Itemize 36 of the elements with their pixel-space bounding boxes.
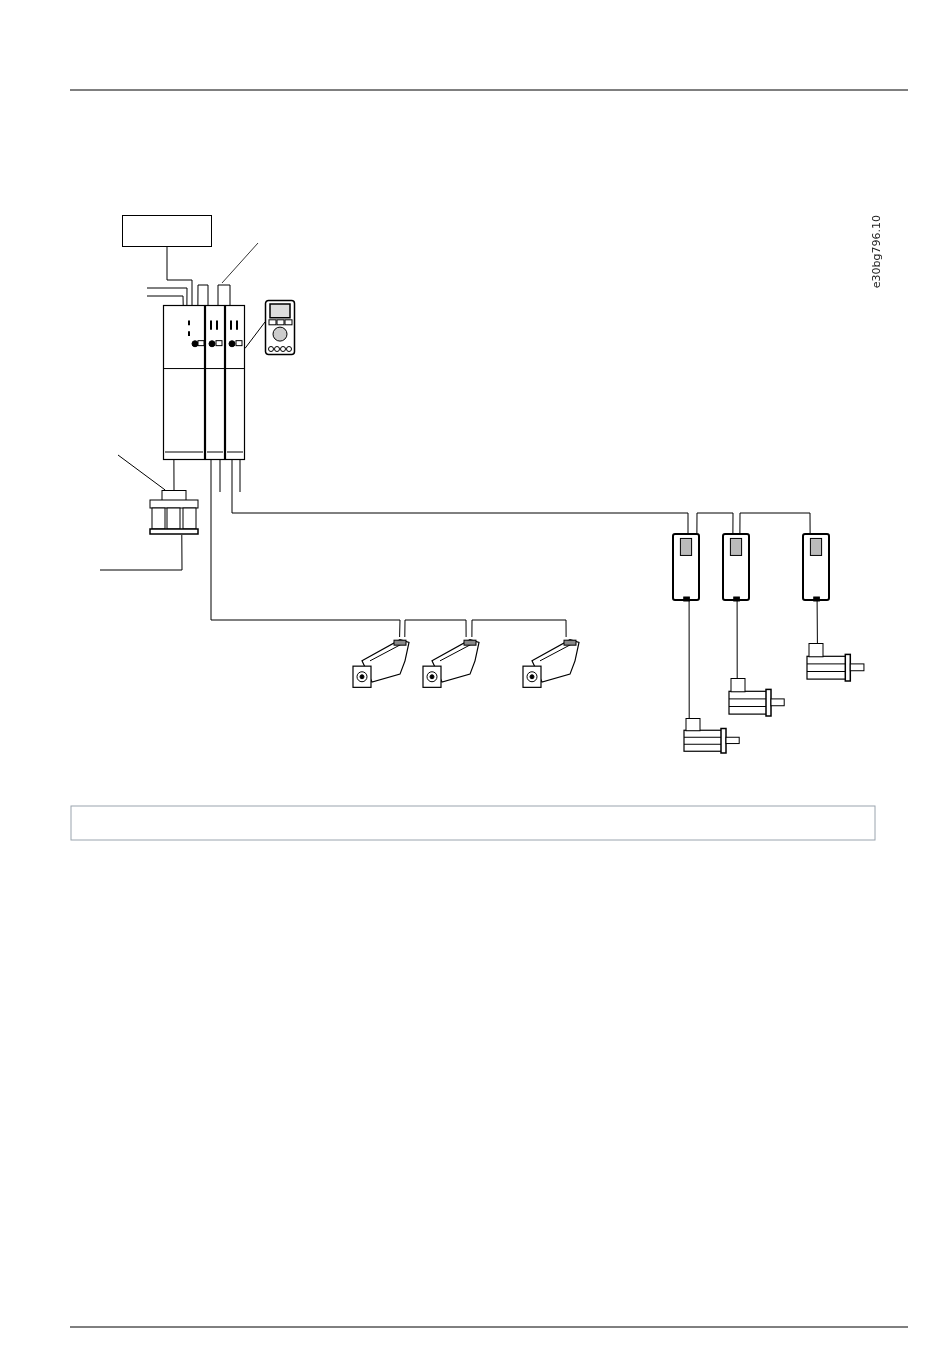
drive-unit-drawing xyxy=(722,533,750,601)
leader-line xyxy=(117,454,166,491)
cable-line xyxy=(231,459,689,534)
module-drawing xyxy=(205,305,225,460)
cable-line xyxy=(217,284,231,306)
cable-line xyxy=(146,295,184,306)
motor-drawing xyxy=(352,637,410,690)
cable-line xyxy=(736,600,738,679)
drive-unit-drawing xyxy=(802,533,830,601)
cable-line xyxy=(210,459,401,638)
cable-line xyxy=(404,619,467,638)
cable-line xyxy=(197,284,209,306)
cable-line xyxy=(471,619,567,638)
cable-line xyxy=(739,512,811,534)
motor-drawing xyxy=(522,637,580,690)
cable-line xyxy=(173,459,175,491)
module-drawing xyxy=(225,305,245,460)
module-drawing xyxy=(163,305,205,460)
keypad-drawing xyxy=(265,300,295,355)
cable-line xyxy=(219,459,221,493)
empty-box xyxy=(122,215,212,247)
cable-line xyxy=(244,321,266,349)
cable-line xyxy=(146,287,188,306)
motor-drawing xyxy=(422,637,480,690)
cable-line xyxy=(816,600,818,644)
motor-drawing xyxy=(682,718,742,753)
filter-drawing xyxy=(148,490,200,535)
cable-line xyxy=(239,459,241,493)
motor-drawing xyxy=(805,643,867,681)
figure-number: e30bg796.10 xyxy=(870,215,883,289)
cable-line xyxy=(688,600,690,719)
cable-line xyxy=(696,512,734,534)
motor-drawing xyxy=(727,678,787,716)
cable-line xyxy=(99,534,183,571)
drive-unit-drawing xyxy=(672,533,700,601)
cable-line xyxy=(166,246,193,306)
